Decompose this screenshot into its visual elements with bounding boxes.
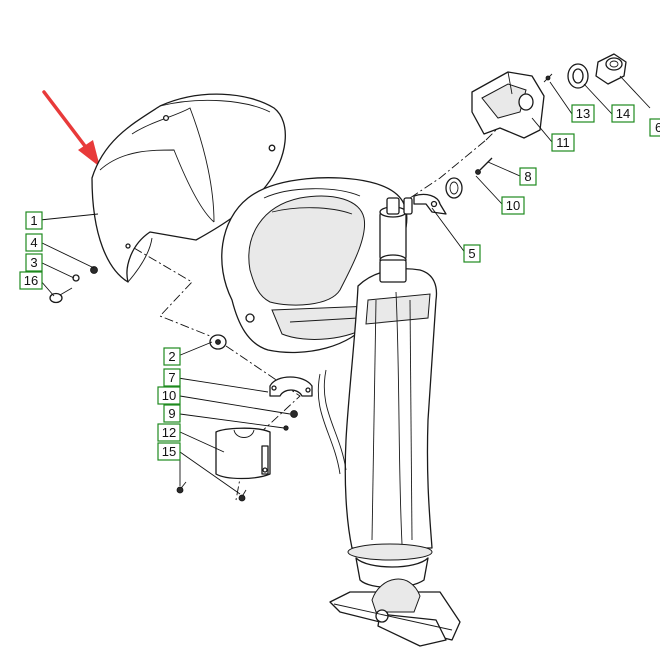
- nut-part: [90, 266, 98, 274]
- svg-text:5: 5: [468, 246, 475, 261]
- svg-text:1: 1: [30, 213, 37, 228]
- callout-3: 3: [25, 253, 43, 272]
- base-mount-part: [329, 578, 461, 647]
- ring-washer-part: [567, 63, 589, 89]
- callout-5: 5: [463, 244, 481, 263]
- column-part: [317, 268, 438, 589]
- svg-text:4: 4: [30, 235, 37, 250]
- callout-16: 16: [19, 271, 43, 290]
- spout-part: [379, 197, 413, 283]
- svg-text:15: 15: [162, 444, 176, 459]
- screws-lower-part: [176, 481, 247, 502]
- svg-text:8: 8: [524, 169, 531, 184]
- shield-part: [215, 427, 271, 480]
- svg-text:7: 7: [168, 370, 175, 385]
- svg-text:13: 13: [576, 106, 590, 121]
- screw-part: [49, 287, 73, 304]
- svg-text:11: 11: [556, 135, 570, 150]
- ring-upper-part: [445, 177, 463, 199]
- callout-10-lower: 10: [157, 386, 181, 405]
- callout-7: 7: [163, 368, 181, 387]
- svg-text:3: 3: [30, 255, 37, 270]
- callout-12: 12: [157, 423, 181, 442]
- leader-lines: [39, 75, 651, 495]
- callout-2: 2: [163, 347, 181, 366]
- svg-text:12: 12: [162, 425, 176, 440]
- callout-13: 13: [571, 104, 595, 123]
- small-pin-part: [543, 73, 553, 83]
- callout-10-upper: 10: [501, 196, 525, 215]
- callout-4: 4: [25, 233, 43, 252]
- washer-lower-part: [283, 425, 289, 431]
- nut-lower-part: [290, 410, 298, 418]
- svg-text:14: 14: [616, 106, 630, 121]
- bushing-part: [209, 334, 227, 350]
- lever-housing-part: [471, 71, 545, 139]
- cap-part: [595, 53, 627, 85]
- callout-6: 6: [649, 118, 660, 137]
- callout-1: 1: [25, 211, 43, 230]
- svg-text:16: 16: [24, 273, 38, 288]
- svg-text:10: 10: [506, 198, 520, 213]
- clamp-part: [269, 376, 313, 397]
- pin-part: [475, 157, 493, 175]
- callout-11: 11: [551, 133, 575, 152]
- svg-text:10: 10: [162, 388, 176, 403]
- callout-15: 15: [157, 442, 181, 461]
- callout-8: 8: [519, 167, 537, 186]
- svg-text:2: 2: [168, 349, 175, 364]
- callout-14: 14: [611, 104, 635, 123]
- bracket-part: [413, 193, 447, 215]
- red-arrow-icon: [42, 90, 100, 167]
- svg-text:9: 9: [168, 406, 175, 421]
- hood-cover-part: [91, 93, 286, 283]
- svg-text:6: 6: [655, 120, 660, 135]
- callout-9: 9: [163, 404, 181, 423]
